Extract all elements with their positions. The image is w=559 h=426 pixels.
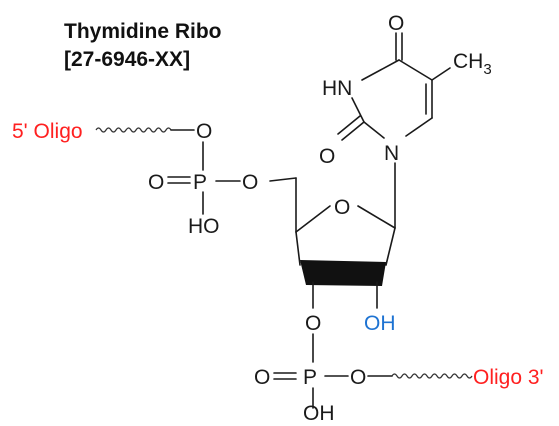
atom-oh-3prime: OH: [303, 402, 335, 425]
bond-n1-c2: [363, 121, 385, 139]
oligo-3prime-label: Oligo 3': [473, 366, 544, 389]
bond-c4-c5: [398, 59, 433, 81]
bond-c4-n3: [361, 59, 400, 81]
atom-oh-2prime: OH: [364, 312, 396, 335]
atom-o-5prime-ester: O: [242, 171, 258, 194]
atom-ho-5prime: HO: [188, 215, 220, 238]
ribose-bold-bond-c3-c2: [300, 260, 386, 286]
wavy-link-5prime: [95, 127, 172, 133]
atom-p-5prime: P: [193, 171, 207, 194]
title-line-2: [27-6946-XX]: [64, 48, 190, 71]
atom-o-3prime-link: O: [305, 312, 321, 335]
ch3-subscript: 3: [483, 61, 491, 78]
atom-o-3prime-ester: O: [350, 366, 366, 389]
ribose-ring-bonds: [269, 177, 396, 309]
atom-o-3prime-double: O: [254, 366, 270, 389]
bond-c6-n1: [405, 117, 433, 137]
atom-o-ring: O: [334, 196, 350, 219]
atom-p-3prime: P: [303, 366, 317, 389]
atom-o-c4: O: [388, 12, 404, 35]
atom-o-5prime-double: O: [148, 171, 164, 194]
bond-c5prime-o5prime: [269, 177, 297, 182]
ch3-main: CH: [453, 50, 483, 73]
title-line-1: Thymidine Ribo: [64, 20, 222, 43]
wavy-link-3prime: [391, 373, 473, 379]
bond-c4prime-c3prime-side: [295, 231, 301, 266]
bond-n3-c2: [351, 97, 365, 123]
phosphate-5prime-bonds: [95, 127, 241, 215]
thymine-base-bonds: [337, 32, 451, 229]
oligo-5prime-label: 5' Oligo: [12, 120, 83, 143]
phosphate-3prime-bonds: [273, 333, 473, 409]
bond-c2-o-double: [337, 115, 361, 135]
bond-c2-o: [341, 121, 365, 141]
atom-o-c2: O: [319, 145, 335, 168]
atom-o-5prime-link: O: [196, 120, 212, 143]
bond-o4prime-c1prime: [357, 205, 396, 229]
atom-n1: N: [384, 142, 399, 165]
atom-ch3: CH3: [453, 50, 492, 78]
atom-hn: HN: [322, 77, 352, 100]
bond-c5-ch3: [431, 67, 451, 81]
bond-c1prime-c2prime-side: [385, 227, 396, 266]
bond-c4prime-o4prime: [295, 205, 331, 233]
